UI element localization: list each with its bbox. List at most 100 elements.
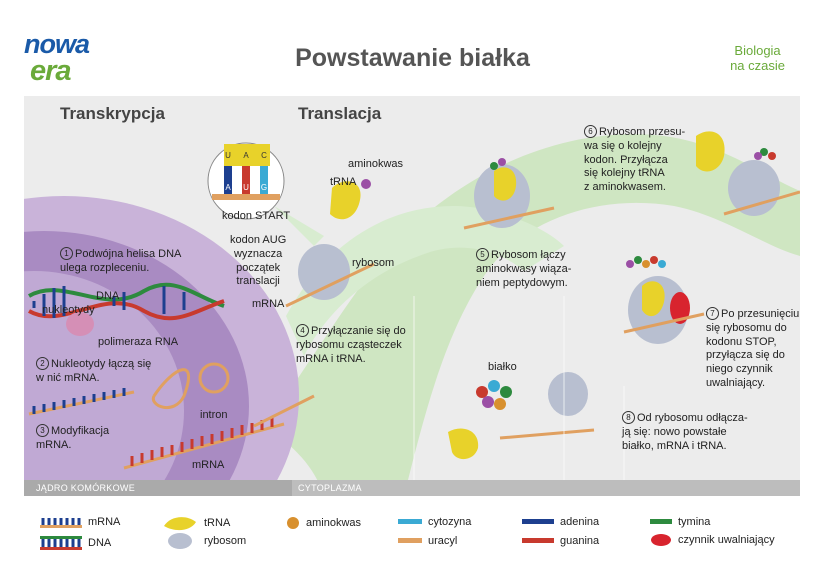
trna-molecule xyxy=(330,181,361,220)
codon-base xyxy=(224,166,232,194)
step-line: kodon. Przyłącza xyxy=(584,153,668,166)
legend-rybosom: rybosom xyxy=(162,532,246,550)
thymine-swatch-icon xyxy=(650,519,672,524)
ribosome-swatch-icon xyxy=(168,533,192,549)
step-line: kodonu STOP, xyxy=(706,335,777,348)
step-line: Rybosom łączy xyxy=(491,249,566,261)
mrna-released xyxy=(499,428,595,440)
zone-strip-cytoplasm xyxy=(292,480,800,496)
section-translation: Translacja xyxy=(298,104,382,123)
aug-line: początek xyxy=(236,261,281,274)
step-line: Podwójna helisa DNA xyxy=(75,248,182,260)
legend-label: DNA xyxy=(88,537,112,549)
legend-tymina: tymina xyxy=(650,516,710,528)
step-number: 7 xyxy=(706,307,719,320)
legend-label: tRNA xyxy=(204,517,231,529)
zone-nucleus-label: JĄDRO KOMÓRKOWE xyxy=(36,483,136,493)
codon-letter: G xyxy=(261,183,267,192)
nucleus-core xyxy=(24,271,184,496)
step-line: Rybosom przesu- xyxy=(599,126,686,138)
step-line: niego czynnik xyxy=(706,363,773,375)
codon-letter: U xyxy=(225,151,231,160)
zone-cytoplasm-label: CYTOPLAZMA xyxy=(298,483,362,493)
codon-letter: A xyxy=(225,183,231,192)
codon-mrna xyxy=(212,194,280,200)
mrna-step5 xyxy=(463,206,555,230)
trna-released xyxy=(448,428,479,460)
codon-letter: C xyxy=(261,151,267,160)
legend-adenina: adenina xyxy=(522,516,599,528)
label-polimeraza: polimeraza RNA xyxy=(98,336,179,348)
step-line: wa się o kolejny xyxy=(584,139,662,152)
legend-label: czynnik uwalniający xyxy=(678,534,775,546)
legend-aminokwas: aminokwas xyxy=(286,516,361,530)
step-line: mRNA. xyxy=(36,438,72,451)
guanine-swatch-icon xyxy=(522,538,554,543)
label-dna: DNA xyxy=(96,290,120,302)
step-line: rybosomu cząsteczek xyxy=(296,338,402,351)
codon-letter: U xyxy=(243,183,249,192)
mrna-swatch-icon xyxy=(40,518,82,528)
step-number: 2 xyxy=(36,357,49,370)
mrna-step7 xyxy=(623,312,705,334)
step-line: przyłącza się do xyxy=(706,349,785,362)
amino-acid-step5 xyxy=(498,158,506,166)
step-line: uwalniający. xyxy=(706,376,766,389)
legend-guanina: guanina xyxy=(522,535,599,547)
legend-label: uracyl xyxy=(428,535,458,547)
amino-acid-step5 xyxy=(490,162,498,170)
series-name: Biologia na czasie xyxy=(730,43,785,74)
trna-swatch-icon xyxy=(164,517,196,531)
label-mrna-nucleus: mRNA xyxy=(192,459,225,471)
cytoplasm-band-left xyxy=(286,206,564,356)
step-line: ją się: nowo powstałe xyxy=(622,425,727,438)
label-intron: intron xyxy=(200,409,228,421)
trna-step6 xyxy=(696,131,725,172)
label-kodon-start: kodon START xyxy=(222,210,291,222)
adenine-swatch-icon xyxy=(522,519,554,524)
legend-mrna: mRNA xyxy=(40,516,120,528)
mrna-export xyxy=(253,394,315,428)
label-bialko: białko xyxy=(488,361,517,373)
step-number: 3 xyxy=(36,424,49,437)
step-line: białko, mRNA i tRNA. xyxy=(622,439,727,452)
legend-label: aminokwas xyxy=(306,517,362,529)
page-title: Powstawanie białka xyxy=(295,44,530,72)
legend-czynnik: czynnik uwalniający xyxy=(650,533,775,547)
step-line: Przyłączanie się do xyxy=(311,325,406,337)
step-line: niem peptydowym. xyxy=(476,276,568,289)
legend-cytozyna: cytozyna xyxy=(398,516,471,528)
step-line: Od rybosomu odłącza- xyxy=(637,412,748,424)
publisher-logo: nowa era xyxy=(24,29,90,85)
label-trna: tRNA xyxy=(330,176,357,188)
logo-line1: nowa xyxy=(24,29,90,59)
zone-strip-nucleus xyxy=(24,480,292,496)
amino-acid-step6 xyxy=(754,152,762,160)
legend-dna: DNA xyxy=(40,536,111,550)
label-aminokwas: aminokwas xyxy=(348,158,404,170)
label-nukleotydy: nukleotydy xyxy=(42,304,95,316)
intron-loop xyxy=(198,362,230,394)
trna-step5 xyxy=(494,167,517,201)
legend-label: guanina xyxy=(560,535,600,547)
series-line2: na czasie xyxy=(730,57,785,73)
mrna-step4 xyxy=(285,262,375,308)
legend-uracyl: uracyl xyxy=(398,535,457,547)
step-line: ulega rozpleceniu. xyxy=(60,261,150,274)
legend-label: cytozyna xyxy=(428,516,472,528)
aug-line: wyznacza xyxy=(233,247,283,260)
amino-acid xyxy=(361,179,371,189)
step-line: Po przesunięciu xyxy=(721,308,800,320)
legend-trna: tRNA xyxy=(162,514,230,532)
mrna-strand-1 xyxy=(28,388,135,416)
step-line: się kolejny tRNA xyxy=(584,167,665,180)
aug-line: kodon AUG xyxy=(230,234,287,246)
mrna-step6 xyxy=(723,190,800,216)
